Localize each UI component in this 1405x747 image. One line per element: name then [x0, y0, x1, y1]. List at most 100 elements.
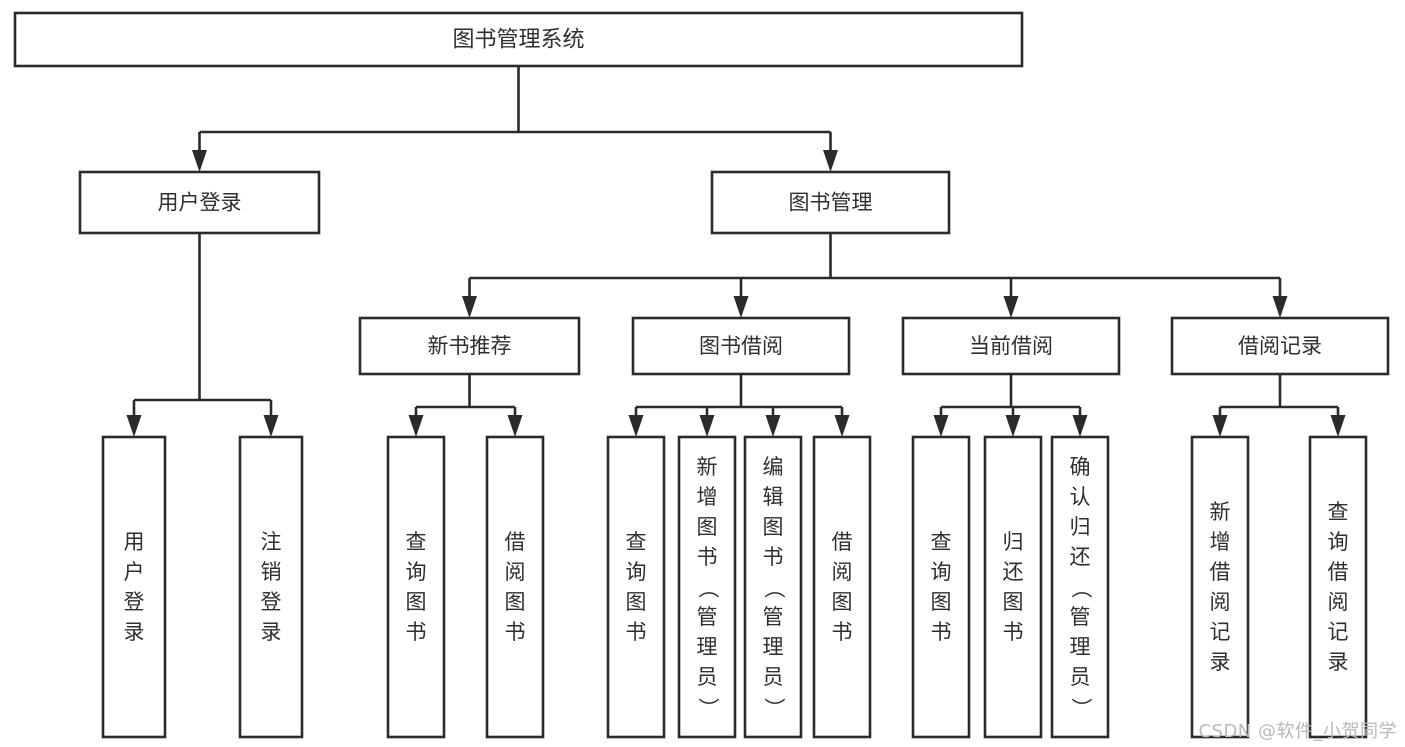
node-current-borrow[interactable]: 当前借阅: [901, 316, 1121, 376]
svg-text:询: 询: [931, 560, 952, 584]
svg-text:查: 查: [1328, 500, 1349, 524]
node-box-leaf-query-book-1[interactable]: [386, 435, 446, 739]
svg-text:（: （: [762, 578, 786, 599]
svg-text:销: 销: [261, 560, 282, 584]
arrow-to-leaf-query-book-2: [628, 415, 644, 437]
node-new-book-recommend[interactable]: 新书推荐: [358, 316, 581, 376]
svg-text:管: 管: [697, 605, 718, 629]
svg-text:图: 图: [626, 590, 647, 614]
node-box-book-borrow[interactable]: [631, 316, 851, 376]
arrow-to-leaf-query-borrow-record: [1330, 415, 1346, 437]
svg-text:认: 认: [1070, 485, 1091, 509]
node-box-leaf-query-book-2[interactable]: [606, 435, 666, 739]
branch-book-borrow: [628, 374, 850, 437]
node-label-leaf-user-login: 用户登录: [124, 530, 145, 644]
node-box-leaf-add-borrow-record[interactable]: [1190, 435, 1250, 739]
node-box-leaf-borrow-book-1[interactable]: [485, 435, 545, 739]
svg-text:理: 理: [697, 635, 718, 659]
arrow-to-leaf-add-borrow-record: [1212, 415, 1228, 437]
svg-text:（: （: [696, 578, 720, 599]
svg-text:阅: 阅: [505, 560, 526, 584]
node-box-leaf-query-borrow-record[interactable]: [1308, 435, 1368, 739]
node-user-login[interactable]: 用户登录: [78, 170, 321, 235]
svg-text:录: 录: [261, 620, 282, 644]
svg-text:书: 书: [832, 620, 853, 644]
svg-text:书: 书: [1003, 620, 1024, 644]
node-box-borrow-record[interactable]: [1170, 316, 1390, 376]
node-box-current-borrow[interactable]: [901, 316, 1121, 376]
svg-text:查: 查: [931, 530, 952, 554]
node-borrow-record[interactable]: 借阅记录: [1170, 316, 1390, 376]
node-box-leaf-user-login[interactable]: [101, 435, 167, 739]
arrow-to-leaf-edit-book: [765, 415, 781, 437]
svg-text:书: 书: [626, 620, 647, 644]
svg-text:录: 录: [1210, 650, 1231, 674]
svg-text:书: 书: [931, 620, 952, 644]
node-box-leaf-query-book-3[interactable]: [911, 435, 971, 739]
node-box-root[interactable]: [13, 11, 1024, 68]
node-box-user-login[interactable]: [78, 170, 321, 235]
node-box-leaf-edit-book[interactable]: [743, 435, 803, 739]
arrow-to-book-borrow: [733, 296, 749, 318]
svg-text:询: 询: [406, 560, 427, 584]
node-root[interactable]: 图书管理系统: [13, 11, 1024, 68]
svg-text:图: 图: [1003, 590, 1024, 614]
svg-text:管: 管: [763, 605, 784, 629]
svg-text:管: 管: [1070, 605, 1091, 629]
svg-text:询: 询: [626, 560, 647, 584]
node-box-leaf-return-book[interactable]: [983, 435, 1043, 739]
svg-text:还: 还: [1070, 545, 1091, 569]
arrow-to-borrow-record: [1272, 296, 1288, 318]
node-book-borrow[interactable]: 图书借阅: [631, 316, 851, 376]
connector-layer: [126, 66, 1346, 437]
svg-text:图: 图: [763, 515, 784, 539]
arrow-to-new-book-recommend: [462, 296, 477, 318]
node-box-book-manage[interactable]: [710, 170, 951, 235]
svg-text:记: 记: [1210, 620, 1231, 644]
svg-text:登: 登: [124, 590, 145, 614]
svg-text:增: 增: [1210, 530, 1231, 554]
svg-text:阅: 阅: [1328, 590, 1349, 614]
node-box-new-book-recommend[interactable]: [358, 316, 581, 376]
node-box-leaf-add-book[interactable]: [677, 435, 737, 739]
svg-text:查: 查: [626, 530, 647, 554]
branch-borrow-record: [1212, 374, 1346, 437]
node-label-borrow-record: 借阅记录: [1238, 334, 1322, 358]
node-box-leaf-confirm-return[interactable]: [1050, 435, 1110, 739]
node-label-new-book-recommend: 新书推荐: [428, 334, 512, 358]
node-leaf-user-login[interactable]: 用户登录: [101, 435, 167, 739]
svg-text:借: 借: [832, 530, 853, 554]
svg-text:询: 询: [1328, 530, 1349, 554]
svg-text:图: 图: [697, 515, 718, 539]
node-box-leaf-logout-login[interactable]: [238, 435, 304, 739]
svg-text:理: 理: [1070, 635, 1091, 659]
node-label-root: 图书管理系统: [452, 28, 584, 53]
node-label-book-borrow: 图书借阅: [699, 334, 783, 358]
node-box-leaf-borrow-book-2[interactable]: [812, 435, 872, 739]
svg-text:还: 还: [1003, 560, 1024, 584]
node-label-user-login: 用户登录: [158, 191, 242, 215]
svg-text:）: ）: [696, 698, 720, 719]
svg-text:用: 用: [124, 530, 145, 554]
node-book-manage[interactable]: 图书管理: [710, 170, 951, 235]
